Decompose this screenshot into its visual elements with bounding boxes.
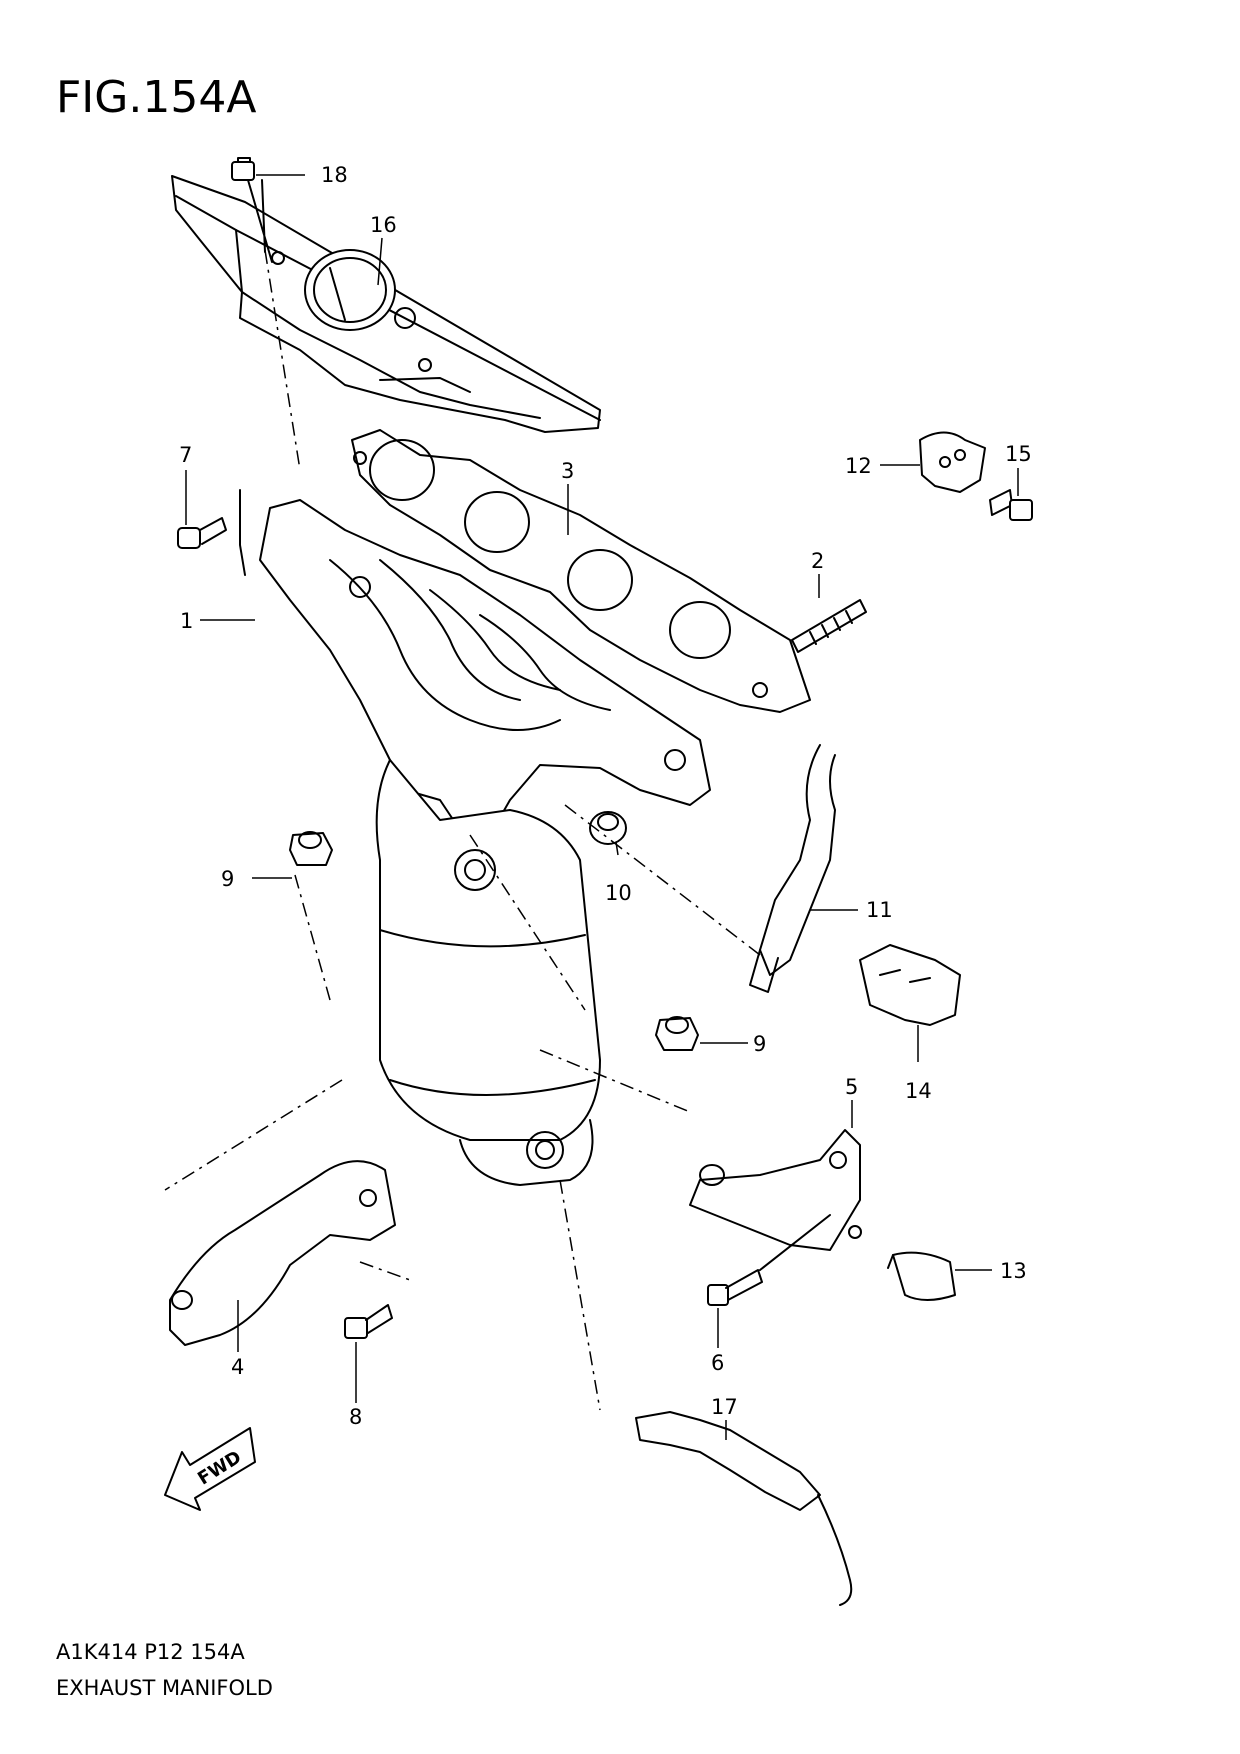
figure-title: FIG.154A bbox=[56, 72, 257, 123]
callout-14: 13 bbox=[1000, 1259, 1027, 1283]
callout-10: 10 bbox=[605, 881, 632, 905]
callout-5: 5 bbox=[845, 1075, 858, 1099]
callout-7: 7 bbox=[179, 443, 192, 467]
manifold-part bbox=[260, 500, 710, 1185]
clamp-14-part bbox=[888, 1253, 955, 1300]
callout-2: 2 bbox=[811, 549, 824, 573]
gasket-part bbox=[352, 430, 810, 712]
callout-4: 4 bbox=[231, 1355, 244, 1379]
bolt-7-part bbox=[178, 490, 245, 575]
callout-11: 11 bbox=[866, 898, 893, 922]
bracket-5-part bbox=[690, 1130, 861, 1250]
figure-code: A1K414 P12 154A bbox=[56, 1640, 245, 1664]
callout-17: 16 bbox=[370, 213, 397, 237]
bolt-18-part bbox=[232, 158, 272, 262]
callout-18: 18 bbox=[321, 163, 348, 187]
bolt-8-part bbox=[345, 1305, 392, 1338]
nut-9b-part bbox=[656, 1017, 698, 1050]
heat-shield-part bbox=[172, 176, 600, 432]
callout-1: 1 bbox=[180, 609, 193, 633]
callout-15: 14 bbox=[905, 1079, 932, 1103]
nut-10-part bbox=[590, 812, 626, 844]
callout-8: 8 bbox=[349, 1405, 362, 1429]
bolt-6-part bbox=[708, 1215, 830, 1305]
callout-9b: 9 bbox=[753, 1032, 766, 1056]
bolt-16-part bbox=[990, 490, 1032, 520]
oxygen-sensor-12-part bbox=[636, 1412, 851, 1605]
bracket-4-part bbox=[170, 1161, 395, 1345]
figure-name: EXHAUST MANIFOLD bbox=[56, 1676, 273, 1700]
bracket-13-part bbox=[920, 433, 985, 493]
stud-part bbox=[792, 600, 866, 652]
fwd-direction-arrow bbox=[165, 1428, 255, 1510]
nut-9a-part bbox=[290, 832, 332, 865]
callout-16: 15 bbox=[1005, 442, 1032, 466]
callout-12: 17 bbox=[711, 1395, 738, 1419]
callout-3: 3 bbox=[561, 459, 574, 483]
callout-6: 6 bbox=[711, 1351, 724, 1375]
clamp-15-part bbox=[860, 945, 960, 1025]
oxygen-sensor-11-part bbox=[750, 745, 835, 992]
callout-13: 12 bbox=[845, 454, 872, 478]
callout-9a: 9 bbox=[221, 867, 234, 891]
